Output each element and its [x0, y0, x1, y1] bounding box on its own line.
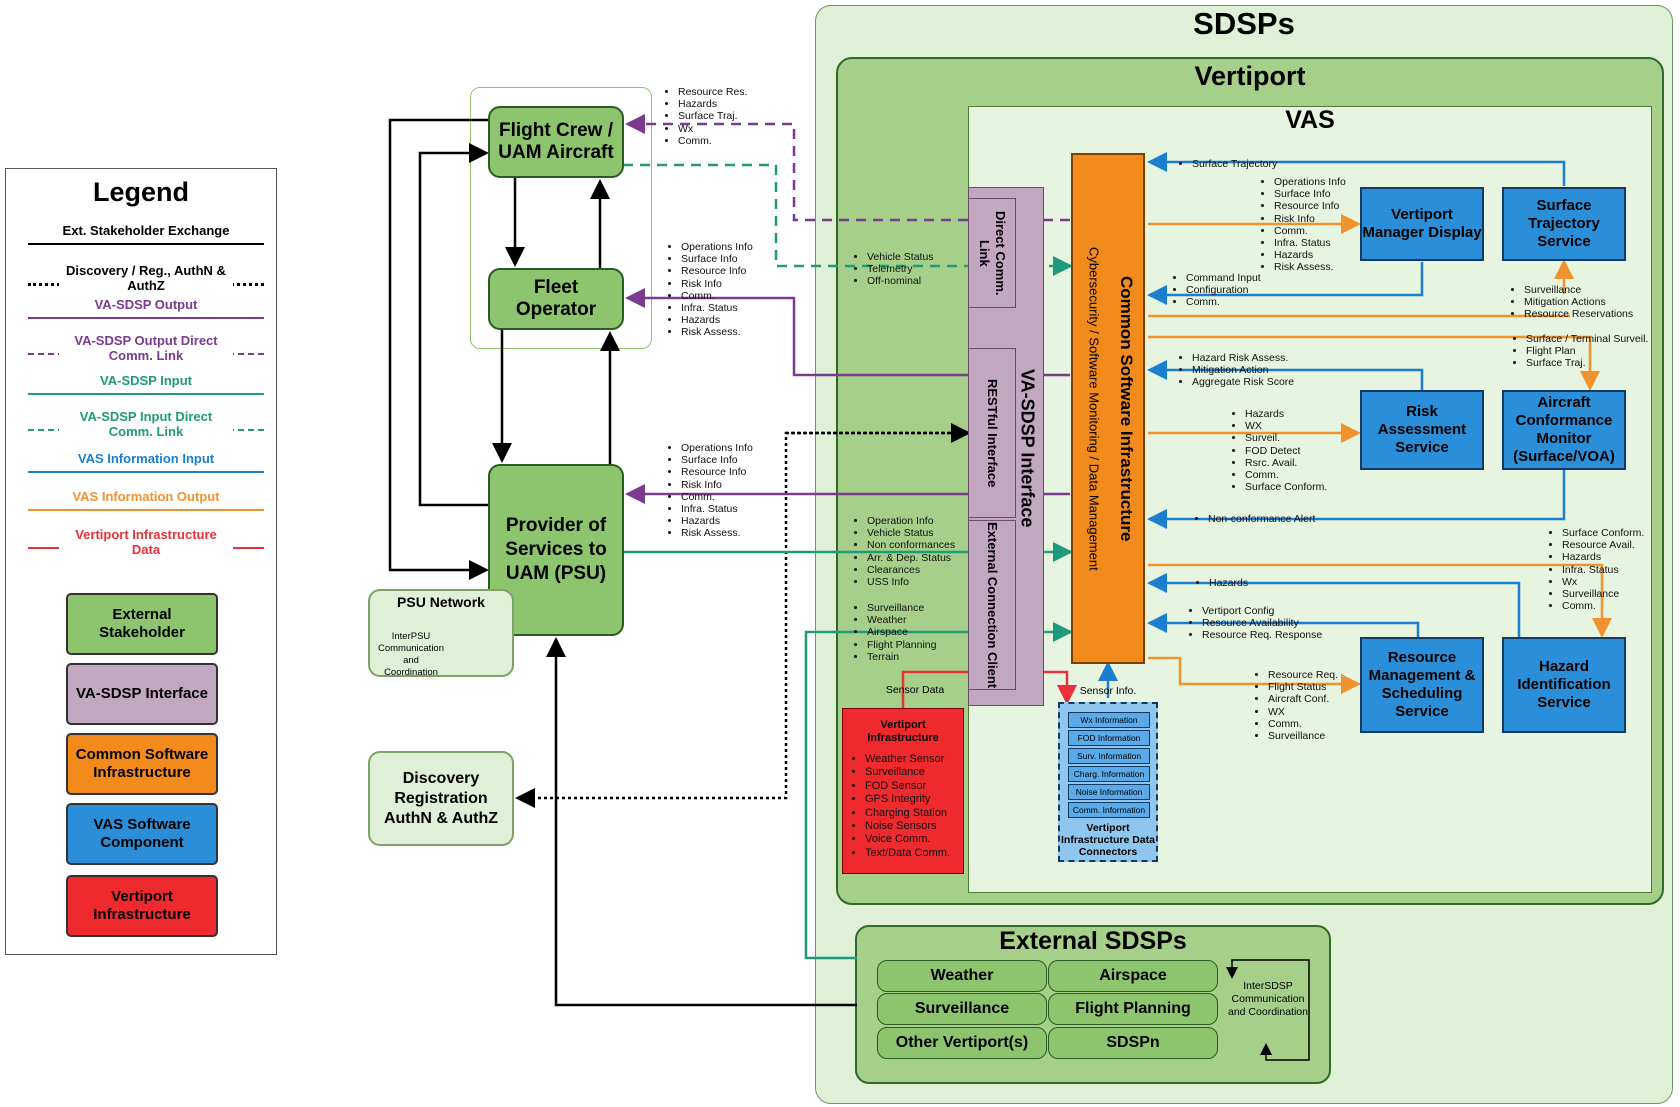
legend-line-vas-input: VAS Information Input — [28, 451, 264, 491]
rms-input-list: Resource Req.Flight StatusAircraft Conf.… — [1256, 669, 1338, 742]
legend-line-vasdsp-output-direct: VA-SDSP Output Direct Comm. Link — [28, 333, 264, 373]
fleet-operator-node[interactable]: Fleet Operator — [488, 268, 624, 330]
psu-input-list: Operations InfoSurface InfoResource Info… — [669, 442, 753, 540]
data-connectors-box: Wx Information FOD Information Surv. Inf… — [1058, 702, 1158, 862]
vertiport-title: Vertiport — [1194, 61, 1306, 91]
csi-box: Common Software Infrastructure Cybersecu… — [1071, 153, 1145, 664]
csi-title: Common Software Infrastructure — [1117, 275, 1136, 542]
legend-line-discovery: Discovery / Reg., AuthN & AuthZ — [28, 263, 264, 303]
sensor-data-label: Sensor Data — [885, 684, 945, 696]
ext-sdsp-output-list: SurveillanceWeatherAirspaceFlight Planni… — [855, 602, 936, 663]
psu-network-node[interactable]: PSU Network InterPSU Communication and C… — [368, 589, 514, 678]
direct-comm-link-box: Direct Comm. Link — [968, 198, 1016, 308]
ext-sdsp-flight-planning[interactable]: Flight Planning — [1048, 993, 1218, 1025]
legend-line-ext-stakeholder: Ext. Stakeholder Exchange — [28, 223, 264, 263]
sts-input-list: SurveillanceMitigation ActionsResource R… — [1512, 284, 1633, 321]
csi-subtitle: Cybersecurity / Software Monitoring / Da… — [1086, 246, 1102, 571]
vertiport-infrastructure-list: Weather SensorSurveillanceFOD SensorGPS … — [853, 753, 963, 860]
legend-title: Legend — [92, 177, 189, 207]
hazard-identification-service[interactable]: Hazard Identification Service — [1502, 637, 1626, 733]
inter-sdsp-note: InterSDSP Communication and Coordination — [1228, 980, 1308, 1018]
discovery-node[interactable]: Discovery Registration AuthN & AuthZ — [368, 751, 514, 846]
vmd-input-list: Operations InfoSurface InfoResource Info… — [1262, 176, 1346, 274]
legend-box-vas-component: VAS Software Component — [66, 803, 218, 865]
sensor-info-label: Sensor Info. — [1079, 685, 1137, 697]
rms-output-list: Vertiport ConfigResource AvailabilityRes… — [1190, 605, 1322, 642]
legend-box-vertiport-infra: Vertiport Infrastructure — [66, 875, 218, 937]
his-input-list: Surface Conform.Resource Avail.HazardsIn… — [1550, 527, 1644, 612]
connector-row: Wx Information — [1068, 712, 1150, 728]
flight-crew-node[interactable]: Flight Crew / UAM Aircraft — [488, 106, 624, 178]
legend-panel: Legend Ext. Stakeholder Exchange Discove… — [5, 168, 277, 955]
psu-network-note: InterPSU Communication and Coordination — [378, 631, 444, 678]
vertiport-manager-display[interactable]: Vertiport Manager Display — [1360, 187, 1484, 261]
legend-line-vasdsp-output: VA-SDSP Output — [28, 297, 264, 337]
external-sdsps-title: External SDSPs — [999, 927, 1187, 955]
legend-box-csi: Common Software Infrastructure — [66, 733, 218, 795]
non-conformance-list: Non-conformance Alert — [1196, 513, 1315, 525]
vas-title: VAS — [1285, 106, 1335, 134]
vertiport-infrastructure-title: Vertiport Infrastructure — [867, 719, 939, 744]
surface-trajectory-label-list: Surface Trajectory — [1180, 158, 1277, 170]
legend-line-vasdsp-input-direct: VA-SDSP Input Direct Comm. Link — [28, 409, 264, 449]
connector-row: Surv. Information — [1068, 748, 1150, 764]
external-connection-client-box: External Connection Client — [968, 520, 1016, 690]
sdsps-title: SDSPs — [1193, 6, 1295, 41]
acm-input-list: Surface / Terminal Surveil.Flight PlanSu… — [1514, 333, 1648, 370]
data-connectors-title: Vertiport Infrastructure Data Connectors — [1061, 822, 1155, 858]
fleet-input-list: Operations InfoSurface InfoResource Info… — [669, 241, 753, 339]
connector-row: Noise Information — [1068, 784, 1150, 800]
legend-line-vasdsp-input: VA-SDSP Input — [28, 373, 264, 413]
ext-sdsp-weather[interactable]: Weather — [877, 960, 1047, 992]
connector-row: Charg. Information — [1068, 766, 1150, 782]
psu-output-list: Operation InfoVehicle StatusNon conforma… — [855, 515, 955, 588]
connector-row: Comm. Information — [1068, 802, 1150, 818]
surface-trajectory-service[interactable]: Surface Trajectory Service — [1502, 187, 1626, 261]
psu-node[interactable]: Provider of Services to UAM (PSU) — [488, 464, 624, 636]
psu-network-title: PSU Network — [397, 594, 485, 610]
risk-assessment-service[interactable]: Risk Assessment Service — [1360, 390, 1484, 470]
legend-box-ext-stakeholder: External Stakeholder — [66, 593, 218, 655]
aircraft-conformance-monitor[interactable]: Aircraft Conformance Monitor (Surface/VO… — [1502, 390, 1626, 470]
ext-sdsp-other-vertiports[interactable]: Other Vertiport(s) — [877, 1027, 1047, 1059]
vasdsp-interface-label: VA-SDSP Interface — [1017, 368, 1038, 528]
connector-row: FOD Information — [1068, 730, 1150, 746]
legend-box-vasdsp: VA-SDSP Interface — [66, 663, 218, 725]
legend-line-vertiport-infra: Vertiport Infrastructure Data — [28, 527, 264, 567]
ext-sdsp-surveillance[interactable]: Surveillance — [877, 993, 1047, 1025]
vertiport-infrastructure-box: Vertiport Infrastructure Weather SensorS… — [842, 708, 964, 874]
ras-input-list: HazardsWXSurveil.FOD DetectRsrc. Avail.C… — [1233, 408, 1327, 493]
direct-link-list: Vehicle StatusTelemetryOff-nominal — [855, 251, 934, 288]
legend-line-vas-output: VAS Information Output — [28, 489, 264, 529]
resource-management-service[interactable]: Resource Management & Scheduling Service — [1360, 637, 1484, 733]
hazards-label-list: Hazards — [1197, 577, 1248, 589]
ras-output-list: Hazard Risk Assess.Mitigation ActionAggr… — [1180, 352, 1294, 389]
ext-sdsp-airspace[interactable]: Airspace — [1048, 960, 1218, 992]
aircraft-fleet-group — [470, 87, 652, 349]
vmd-output-list: Command InputConfigurationComm. — [1174, 272, 1261, 309]
flight-crew-input-list: Resource Res.HazardsSurface Traj.WxComm. — [666, 86, 747, 147]
ext-sdsp-sdspn[interactable]: SDSPn — [1048, 1027, 1218, 1059]
restful-interface-box: RESTful Interface — [968, 348, 1016, 518]
